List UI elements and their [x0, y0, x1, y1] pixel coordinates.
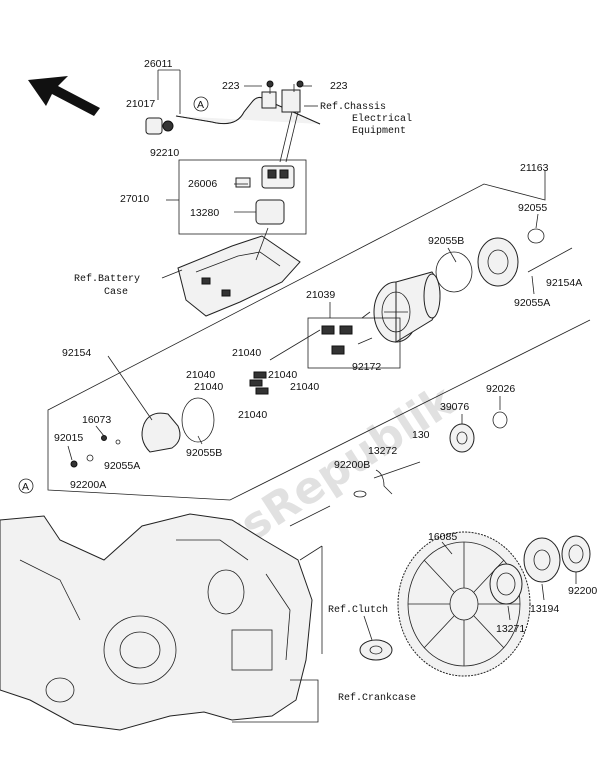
ref-battery-line-1: Ref.Battery — [74, 273, 140, 285]
starter-end-cover — [435, 228, 545, 293]
part-label-16073: 16073 — [82, 414, 111, 426]
part-label-92055A-left: 92055A — [104, 460, 140, 472]
part-label-21040-d: 21040 — [194, 381, 223, 393]
part-label-92200: 92200 — [568, 585, 597, 597]
part-label-27010: 27010 — [120, 193, 149, 205]
callout-a-bottom — [18, 478, 34, 494]
leader-lines — [67, 85, 577, 641]
part-label-26006: 26006 — [188, 178, 217, 190]
part-label-92154: 92154 — [62, 347, 91, 359]
part-label-21039: 21039 — [306, 289, 335, 301]
starter-relay — [235, 165, 295, 225]
part-label-21163: 21163 — [520, 162, 549, 174]
part-label-16085: 16085 — [428, 531, 457, 543]
part-label-21040-f: 21040 — [238, 409, 267, 421]
relay-group-box — [178, 159, 307, 235]
part-label-92172: 92172 — [352, 361, 381, 373]
part-label-21040-e: 21040 — [290, 381, 319, 393]
part-label-92055B-top: 92055B — [428, 235, 464, 247]
callout-a-top-label: A — [197, 99, 204, 111]
one-way-clutch — [489, 535, 591, 605]
crankcase-bracket-bottom — [232, 679, 319, 723]
part-label-13280: 13280 — [190, 207, 219, 219]
part-label-92015: 92015 — [54, 432, 83, 444]
long-bolt — [527, 247, 573, 273]
ref-chassis-line-2: Electrical — [352, 113, 412, 125]
part-label-92154A: 92154A — [546, 277, 582, 289]
engine-crankcase — [0, 513, 313, 731]
front-direction-arrow — [28, 76, 100, 116]
brush-springs — [249, 371, 269, 395]
starter-cable-assembly — [145, 69, 321, 163]
brush-group-box — [307, 317, 401, 369]
ref-clutch: Ref.Clutch — [328, 604, 388, 616]
starter-front-cover — [70, 355, 215, 468]
brush-holder — [321, 311, 373, 355]
part-label-223-left: 223 — [222, 80, 240, 92]
part-label-130: 130 — [412, 429, 430, 441]
part-label-13272: 13272 — [368, 445, 397, 457]
callout-a-top — [193, 96, 209, 112]
part-label-21040-b: 21040 — [186, 369, 215, 381]
part-label-39076: 39076 — [440, 401, 469, 413]
part-label-92210: 92210 — [150, 147, 179, 159]
part-label-13271: 13271 — [496, 623, 525, 635]
crankcase-bracket-top — [299, 545, 323, 561]
starter-idler-gear — [289, 411, 508, 527]
part-label-21017: 21017 — [126, 98, 155, 110]
part-label-21040-c: 21040 — [268, 369, 297, 381]
starter-assembly-frame — [47, 183, 591, 501]
part-label-92200B: 92200B — [334, 459, 370, 471]
part-label-92200A: 92200A — [70, 479, 106, 491]
battery-case — [177, 227, 301, 317]
part-label-92055B-bottom: 92055B — [186, 447, 222, 459]
ref-crankcase: Ref.Crankcase — [338, 692, 416, 704]
starter-motor — [373, 271, 441, 343]
starter-clutch-gear — [397, 531, 531, 677]
ref-battery-line-2: Case — [104, 287, 128, 298]
part-label-21040-a: 21040 — [232, 347, 261, 359]
part-label-92055A-right: 92055A — [514, 297, 550, 309]
part-label-92055: 92055 — [518, 202, 547, 214]
part-label-92026: 92026 — [486, 383, 515, 395]
callout-a-bottom-label: A — [22, 481, 29, 493]
part-label-223-right: 223 — [330, 80, 348, 92]
ref-chassis-line-1: Ref.Chassis — [320, 101, 386, 113]
part-label-13194: 13194 — [530, 603, 559, 615]
clutch-washer — [359, 639, 393, 661]
part-label-26011: 26011 — [144, 58, 173, 70]
ref-chassis-line-3: Equipment — [352, 125, 406, 137]
